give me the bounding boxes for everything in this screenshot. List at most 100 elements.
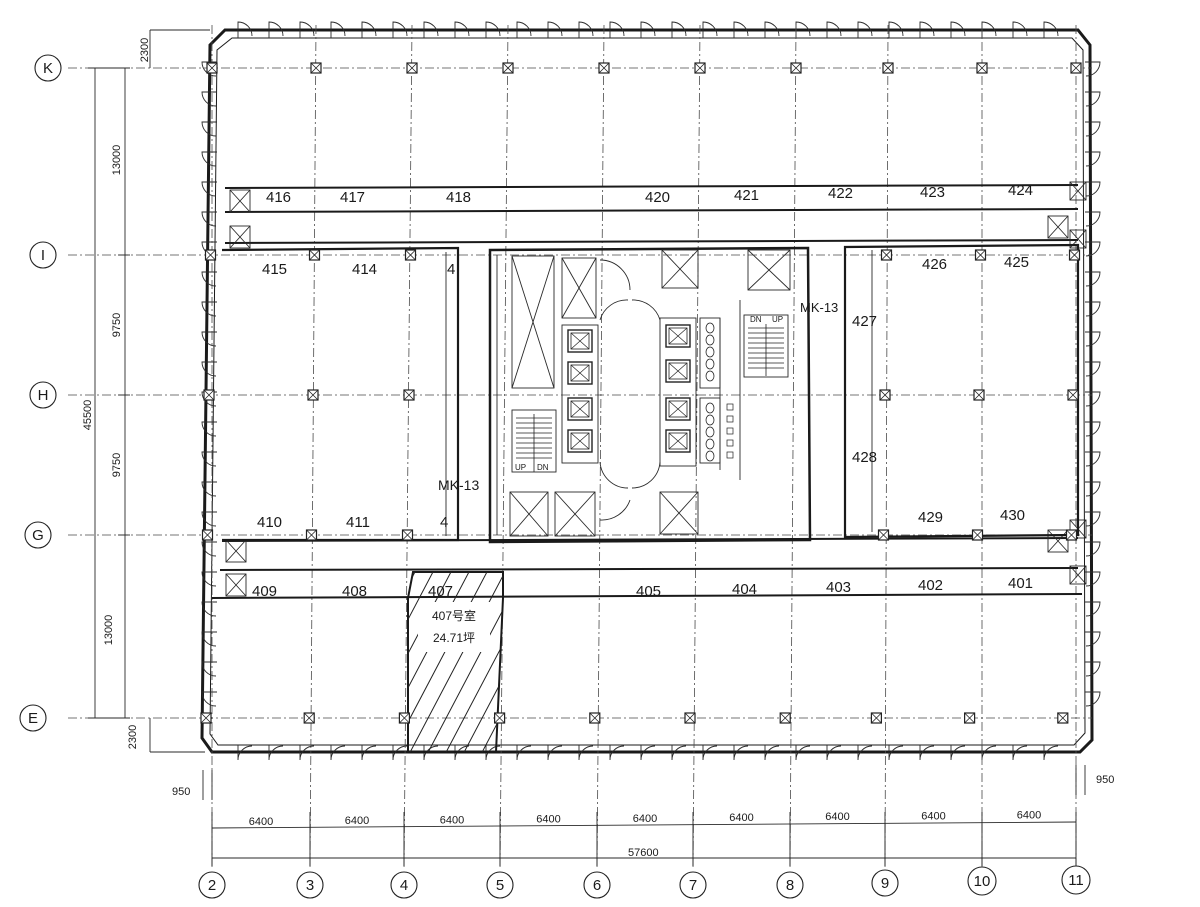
urinal (726, 451, 734, 459)
room-404: 404 (732, 581, 757, 598)
column (201, 529, 214, 541)
column (684, 712, 696, 724)
window-swing (578, 21, 594, 38)
room-411: 411 (346, 514, 370, 531)
window-swing (1085, 481, 1101, 497)
window-swing (1085, 241, 1101, 257)
window-swing (1085, 361, 1101, 377)
window-swing (330, 21, 346, 38)
col-label-10: 10 (974, 873, 991, 890)
window-swing (330, 745, 346, 761)
room-418: 418 (446, 189, 471, 206)
urinal (726, 415, 734, 423)
window-swing (609, 21, 625, 38)
window-swing (1085, 691, 1101, 707)
vertical-dimensions: 45500 13000 9750 9750 13000 2300 2300 (82, 29, 210, 753)
column (877, 529, 890, 541)
column (200, 712, 212, 724)
window-swing (702, 21, 718, 38)
hatch-line (408, 572, 471, 752)
col-label-6: 6 (593, 877, 601, 894)
window-swing (888, 21, 904, 38)
bubble-col-6 (583, 871, 611, 899)
dim-total-vertical: 45500 (82, 400, 94, 431)
dim-seg-2: 9750 (111, 313, 123, 337)
urinal (726, 439, 734, 447)
hatch-line (459, 572, 503, 752)
window-swing (764, 745, 780, 761)
highlight-room-area: 24.71坪 (433, 631, 475, 645)
bay-width-1: 6400 (249, 816, 273, 828)
window-swing (201, 511, 217, 527)
column (1068, 249, 1081, 261)
row-bubbles: K I H G E (19, 54, 62, 732)
col-label-3: 3 (306, 877, 314, 894)
window-swing (826, 21, 842, 38)
window-swing (764, 21, 780, 38)
room-417: 417 (340, 189, 365, 206)
mk-label-left: MK-13 (438, 477, 479, 493)
window-swing (201, 631, 217, 647)
window-swing (1085, 301, 1101, 317)
window-swing (795, 21, 811, 38)
row-label-g: G (32, 527, 44, 544)
window-swing (919, 745, 935, 761)
bubble-col-9 (871, 869, 899, 897)
window-swing (361, 745, 377, 761)
stair2-dn-label: DN (750, 315, 762, 324)
window-swing (1085, 451, 1101, 467)
column (694, 62, 706, 74)
room-423: 423 (920, 184, 945, 201)
window-swing (1012, 745, 1028, 761)
window-swing (609, 745, 625, 761)
window-swing (423, 21, 439, 38)
window-swing (1085, 331, 1101, 347)
row-label-h: H (38, 387, 49, 404)
hatch-line (408, 572, 489, 752)
column (404, 249, 417, 261)
bay-width-6: 6400 (729, 812, 753, 824)
horizontal-grid-lines (68, 67, 1092, 719)
window-swing (361, 21, 377, 38)
window-swing (268, 745, 284, 761)
window-swing (392, 745, 408, 761)
bay-width-9: 6400 (1017, 810, 1041, 822)
elevator-car (665, 397, 691, 421)
column (598, 62, 610, 74)
room-413: 4 (447, 261, 455, 278)
bubble-col-3 (296, 871, 324, 899)
left-office-block (221, 246, 460, 542)
window-swing (1085, 631, 1101, 647)
window-swing (201, 211, 217, 227)
window-swing (857, 745, 873, 761)
window-swing (981, 21, 997, 38)
toilet-fixture (705, 334, 715, 346)
room-414: 414 (352, 261, 377, 278)
window-swing (201, 271, 217, 287)
corner-service-boxes (225, 181, 1087, 597)
col-label-4: 4 (400, 877, 408, 894)
column (206, 62, 218, 74)
window-swing (1085, 91, 1101, 107)
bay-width-4: 6400 (536, 814, 560, 826)
dim-edge-top: 2300 (139, 38, 151, 62)
dim-seg-1: 13000 (111, 145, 123, 176)
row-label-k: K (43, 60, 53, 77)
elevator-car (665, 429, 691, 453)
column (406, 62, 418, 74)
toilet-fixture (705, 402, 715, 414)
window-swing (201, 391, 217, 407)
bubble-row-e (19, 704, 47, 732)
window-swing (578, 745, 594, 761)
window-swings (201, 21, 1101, 761)
elevator-car (665, 359, 691, 383)
bubble-row-i (29, 241, 57, 269)
stair2-up-label: UP (772, 315, 783, 324)
toilet-fixture (705, 438, 715, 450)
dim-offset-right: 950 (1096, 774, 1114, 786)
column (974, 249, 987, 261)
stair-dn-label: DN (537, 463, 549, 472)
window-swing (1043, 745, 1059, 761)
room-430: 430 (1000, 507, 1025, 524)
window-swing (201, 691, 217, 707)
